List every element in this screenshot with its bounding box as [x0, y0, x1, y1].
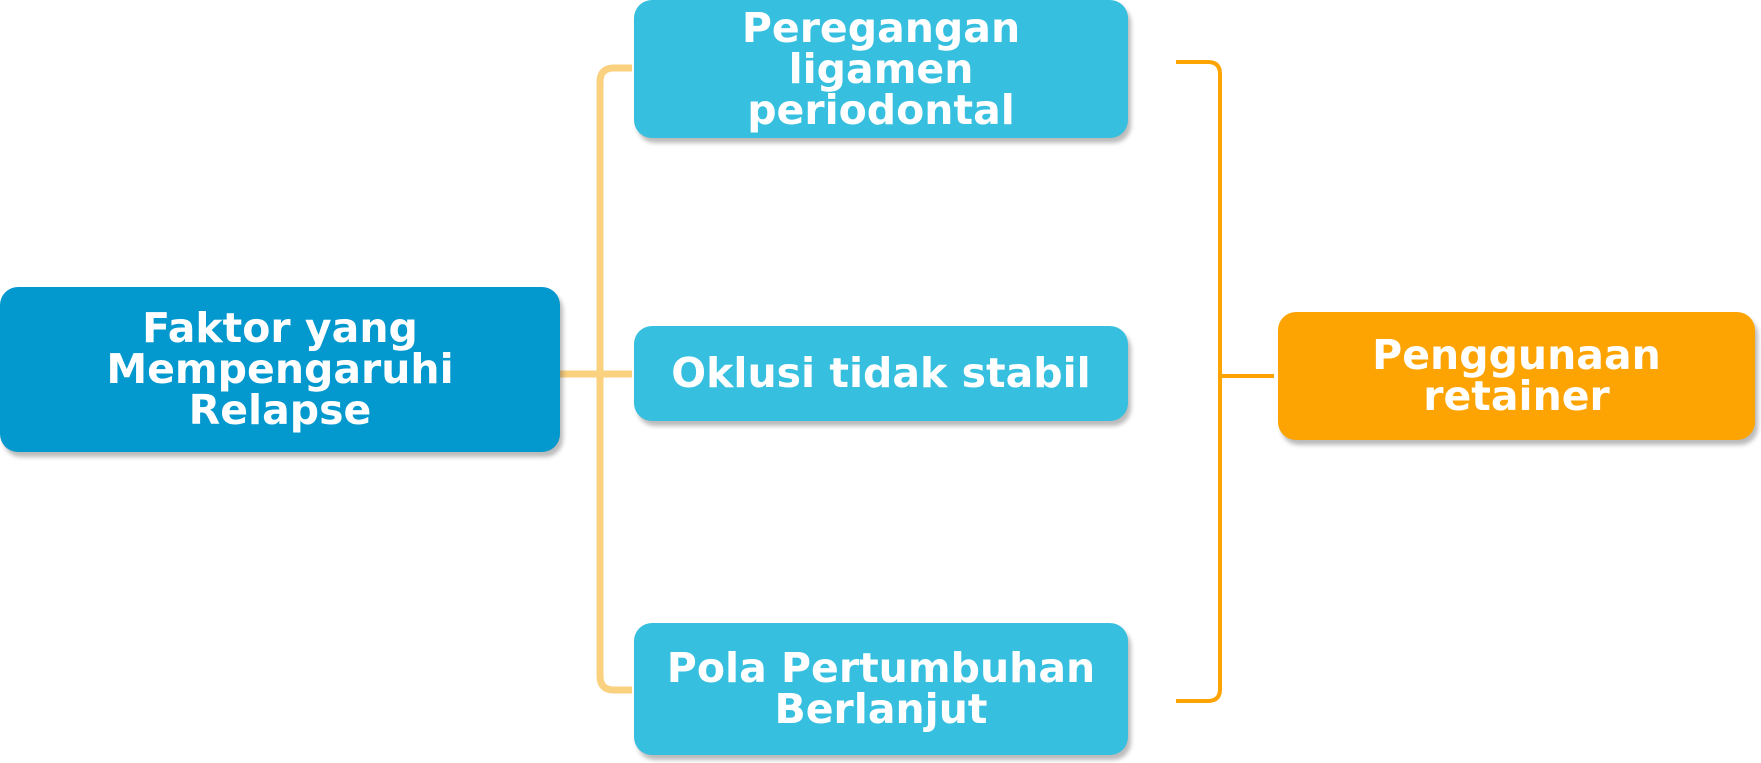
factor-label: Oklusi tidak stabil [671, 349, 1091, 397]
result-label: Penggunaan retainer [1372, 331, 1661, 420]
factor-label: Peregangan ligamen periodontal [741, 3, 1021, 134]
root-label: Faktor yang Mempengaruhi Relapse [106, 304, 454, 434]
factor-node-occlusion: Oklusi tidak stabil [634, 326, 1128, 421]
factor-node-ligament: Peregangan ligamen periodontal [634, 0, 1128, 138]
result-node: Penggunaan retainer [1278, 312, 1755, 440]
root-to-factors-bracket [560, 64, 632, 694]
factors-to-result-bracket [1176, 60, 1274, 703]
factor-node-growth: Pola Pertumbuhan Berlanjut [634, 623, 1128, 755]
factor-label: Pola Pertumbuhan Berlanjut [666, 644, 1096, 733]
root-node: Faktor yang Mempengaruhi Relapse [0, 287, 560, 452]
